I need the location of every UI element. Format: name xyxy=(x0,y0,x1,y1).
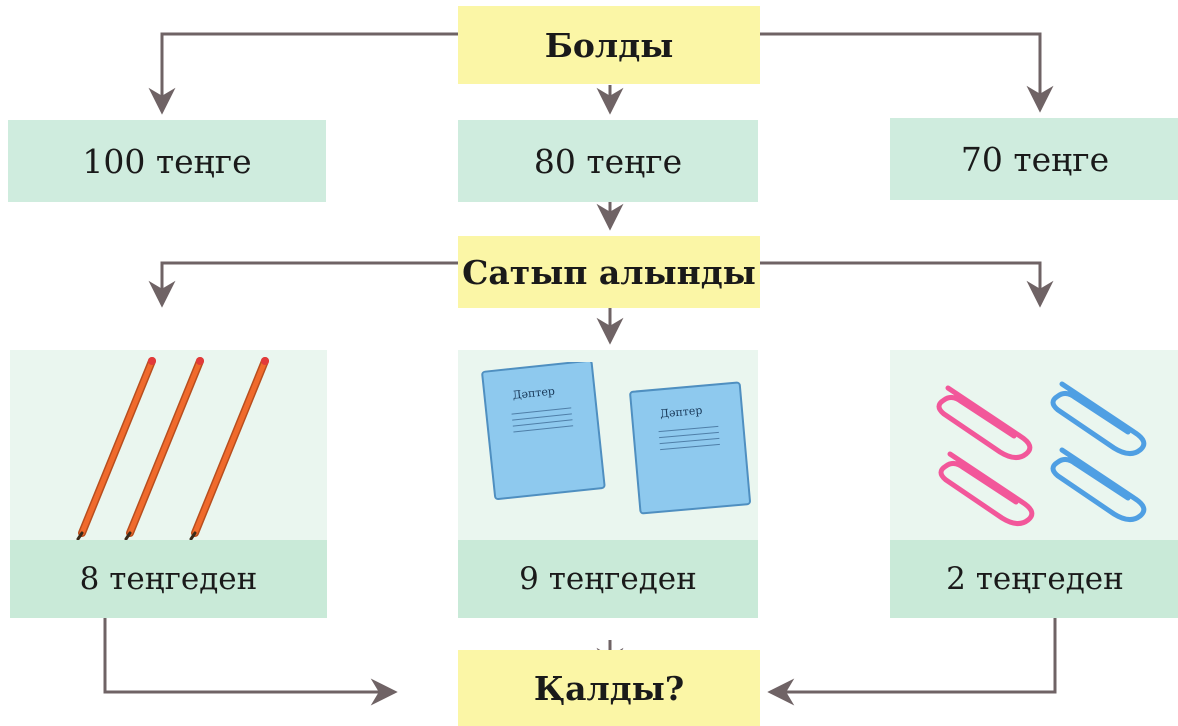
price-clips-text: 2 теңгеден xyxy=(946,561,1124,597)
notebook-label: Дәптер xyxy=(512,385,556,402)
notebooks-icon: Дәптер Дәптер xyxy=(481,362,751,515)
amount-80: 80 теңге xyxy=(458,120,758,202)
price-clips: 2 теңгеден xyxy=(890,540,1178,618)
price-pencils: 8 теңгеден xyxy=(10,540,327,618)
pencil xyxy=(124,357,204,540)
node-satyp-alyndy: Сатып алынды xyxy=(458,236,760,308)
pencil xyxy=(76,357,156,540)
node-bolde-text: Болды xyxy=(544,25,674,65)
price-pencils-text: 8 теңгеден xyxy=(79,561,258,597)
price-notebooks-text: 9 теңгеден xyxy=(519,561,697,597)
clip-pink xyxy=(936,385,1033,460)
paper-clips-icon xyxy=(936,381,1147,526)
arrow-clips-to-left xyxy=(767,618,1057,706)
node-bolde: Болды xyxy=(458,6,760,84)
notebook-label: Дәптер xyxy=(659,404,702,421)
arrow-pencils-to-left xyxy=(103,618,398,706)
amount-80-text: 80 теңге xyxy=(533,141,683,181)
pencil xyxy=(189,357,269,540)
arrow-to-clips xyxy=(760,261,1054,308)
arrow-to-100 xyxy=(148,32,458,115)
clip-blue xyxy=(1050,381,1147,456)
amount-100-text: 100 теңге xyxy=(82,141,252,181)
amount-70-text: 70 теңге xyxy=(960,139,1110,179)
notebook: Дәптер xyxy=(481,362,606,501)
notebook: Дәптер xyxy=(629,381,751,515)
arrow-to-pencils xyxy=(148,261,458,308)
price-notebooks: 9 теңгеден xyxy=(458,540,758,618)
arrow-to-70 xyxy=(760,32,1054,113)
node-qaldy: Қалды? xyxy=(458,650,760,726)
amount-100: 100 теңге xyxy=(8,120,326,202)
pencils-icon xyxy=(76,357,269,540)
clip-blue xyxy=(1050,447,1147,522)
amount-70: 70 теңге xyxy=(890,118,1178,200)
node-satyp-alyndy-text: Сатып алынды xyxy=(462,252,756,292)
node-qaldy-text: Қалды? xyxy=(533,668,685,708)
clip-pink xyxy=(938,451,1035,526)
